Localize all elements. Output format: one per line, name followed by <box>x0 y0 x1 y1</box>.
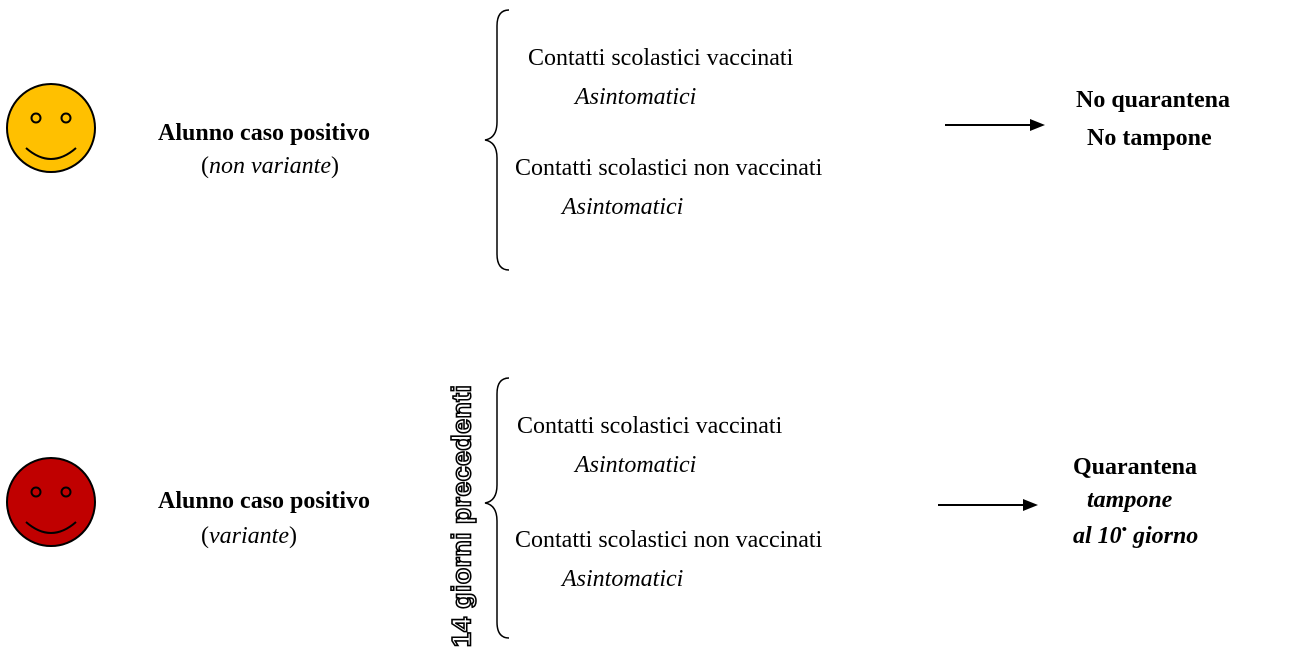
contact-label: Contatti scolastici vaccinati <box>517 413 783 439</box>
contact-label: Contatti scolastici non vaccinati <box>515 155 823 181</box>
contact-status: Asintomatici <box>562 194 684 220</box>
case-label: Alunno caso positivo <box>158 488 371 514</box>
outcome-line: tampone <box>1087 487 1173 513</box>
right-arrow-icon <box>938 499 1038 511</box>
outcome-line: al 10• giorno <box>1073 522 1199 550</box>
outcome-title: Quarantena <box>1073 454 1198 480</box>
outcome-line: No quarantena <box>1076 87 1231 113</box>
contact-status: Asintomatici <box>575 84 697 110</box>
smiley-face-icon <box>6 457 96 547</box>
left-brace <box>484 9 510 271</box>
side-note-vertical: 14 giorni precedenti <box>446 384 478 648</box>
contact-status: Asintomatici <box>575 452 697 478</box>
variant-note: (non variante) <box>201 153 339 179</box>
left-brace <box>484 377 510 639</box>
variant-note: (variante) <box>201 523 297 549</box>
case-label: Alunno caso positivo <box>158 120 371 146</box>
contact-label: Contatti scolastici non vaccinati <box>515 527 823 553</box>
right-arrow-icon <box>945 119 1045 131</box>
smiley-face-icon <box>6 83 96 173</box>
contact-label: Contatti scolastici vaccinati <box>528 45 794 71</box>
contact-status: Asintomatici <box>562 566 684 592</box>
outcome-line: No tampone <box>1087 125 1212 151</box>
